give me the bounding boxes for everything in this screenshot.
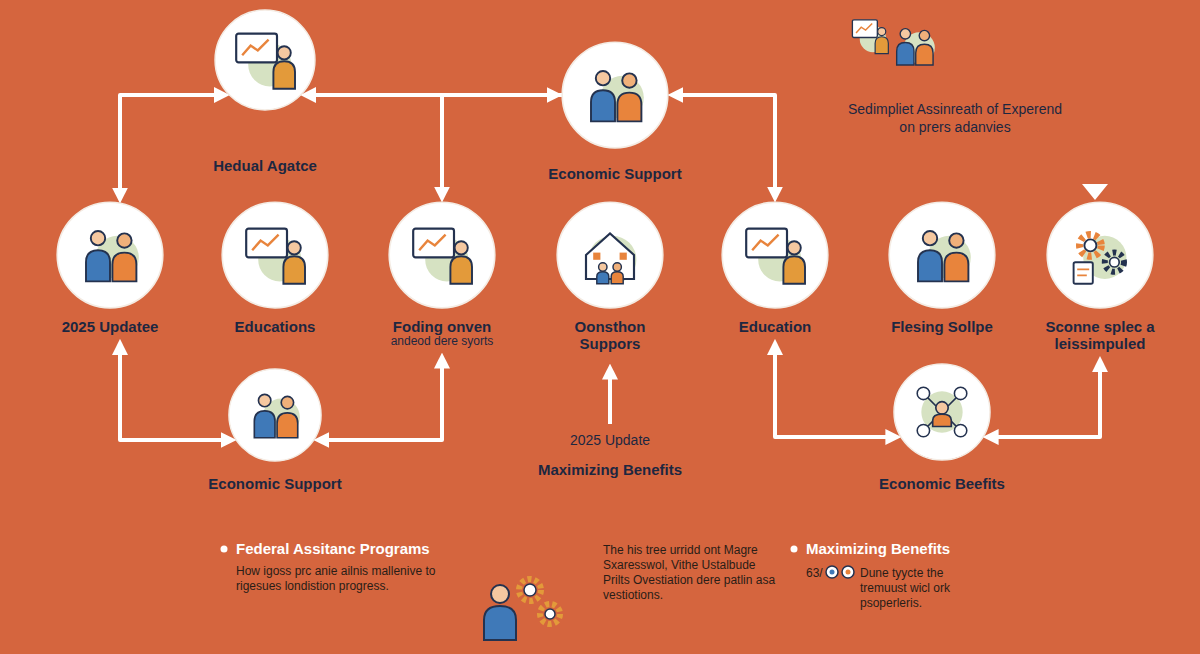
circle-shape — [889, 202, 995, 308]
step-node: Economic Support — [227, 367, 323, 492]
connector-arrow — [682, 95, 775, 188]
node-circle — [55, 200, 165, 310]
step-node: Economic Support — [560, 40, 670, 182]
step-node: Foding onvenandeod dere syorts — [387, 200, 497, 349]
node-circle — [1045, 200, 1155, 310]
node-label-group: Economic Support — [185, 475, 365, 492]
step-node: Oonsthon Suppors — [555, 200, 665, 353]
node-circle — [720, 200, 830, 310]
text-label: 2025 Update — [510, 432, 710, 450]
person-with-gears — [484, 579, 560, 640]
node-label-group: Educations — [200, 318, 350, 335]
connector-arrow — [120, 353, 222, 440]
node-circle — [227, 367, 323, 463]
node-label-group: Foding onvenandeod dere syorts — [367, 318, 517, 349]
step-node: Sconne splec a leissimpuled — [1045, 200, 1155, 353]
node-circle — [387, 200, 497, 310]
node-label: Economic Beefits — [852, 475, 1032, 492]
node-label: Hedual Agatce — [175, 157, 355, 174]
circle-shape — [557, 202, 663, 308]
node-label: Economic Support — [525, 165, 705, 182]
circle-shape — [222, 202, 328, 308]
node-label: 2025 Updatee — [35, 318, 185, 335]
step-node: Education — [720, 200, 830, 335]
step-node: 2025 Updatee — [55, 200, 165, 335]
circle-shape — [389, 202, 495, 308]
bullet-dot — [221, 546, 228, 553]
circle-shape — [1047, 202, 1153, 308]
node-circle — [213, 8, 317, 112]
node-label: Economic Support — [185, 475, 365, 492]
node-circle — [555, 200, 665, 310]
corner-illustration — [852, 20, 888, 54]
circle-shape — [215, 10, 315, 110]
bullet-dot — [791, 546, 798, 553]
step-node: Flesing Sollpe — [887, 200, 997, 335]
circle-shape — [229, 369, 321, 461]
step-node: Hedual Agatce — [213, 8, 317, 174]
text-label: Dune tyycte the tremuust wicl ork psoper… — [860, 566, 988, 611]
node-label-group: Sconne splec a leissimpuled — [1033, 318, 1168, 353]
text-label: Federal Assitanc Programs — [236, 540, 496, 559]
node-label-group: Hedual Agatce — [175, 157, 355, 174]
node-label-group: Oonsthon Suppors — [555, 318, 665, 353]
circle-shape — [722, 202, 828, 308]
connector-arrow — [775, 353, 887, 437]
node-label-group: Economic Beefits — [852, 475, 1032, 492]
node-circle — [892, 362, 992, 462]
node-circle — [887, 200, 997, 310]
node-label: andeod dere syorts — [367, 335, 517, 349]
corner-illustration — [897, 29, 935, 65]
text-label: The his tree urridd ont Magre Sxaresswol… — [603, 543, 781, 603]
circle-shape — [562, 42, 668, 148]
small-icons — [826, 566, 854, 578]
pointer-triangle — [1082, 184, 1108, 200]
node-label-group: Education — [700, 318, 850, 335]
node-circle — [220, 200, 330, 310]
node-label: Educations — [200, 318, 350, 335]
text-label: 63/ — [806, 566, 846, 581]
step-node: Economic Beefits — [892, 362, 992, 492]
connector-arrow — [997, 371, 1100, 438]
pointer-arrow — [608, 378, 612, 424]
node-label-group: Flesing Sollpe — [867, 318, 1017, 335]
node-label: Oonsthon Suppors — [555, 318, 665, 353]
connector-arrow — [442, 95, 562, 188]
text-label: Maximizing Benefits — [806, 540, 1066, 559]
text-label: Sedimpliet Assinreath of Experend on pre… — [840, 101, 1070, 136]
node-label: Flesing Sollpe — [867, 318, 1017, 335]
circle-shape — [57, 202, 163, 308]
node-label: Education — [700, 318, 850, 335]
node-label-group: 2025 Updatee — [35, 318, 185, 335]
node-label: Foding onven — [367, 318, 517, 335]
connector-arrow — [120, 95, 215, 189]
text-label: Maximizing Benefits — [480, 461, 740, 480]
node-label-group: Economic Support — [525, 165, 705, 182]
step-node: Educations — [220, 200, 330, 335]
circle-shape — [894, 364, 990, 460]
node-label: Sconne splec a leissimpuled — [1033, 318, 1168, 353]
text-label: How igoss prc anie ailnis mallenive to r… — [236, 564, 451, 594]
node-circle — [560, 40, 670, 150]
connector-arrow — [328, 367, 442, 440]
